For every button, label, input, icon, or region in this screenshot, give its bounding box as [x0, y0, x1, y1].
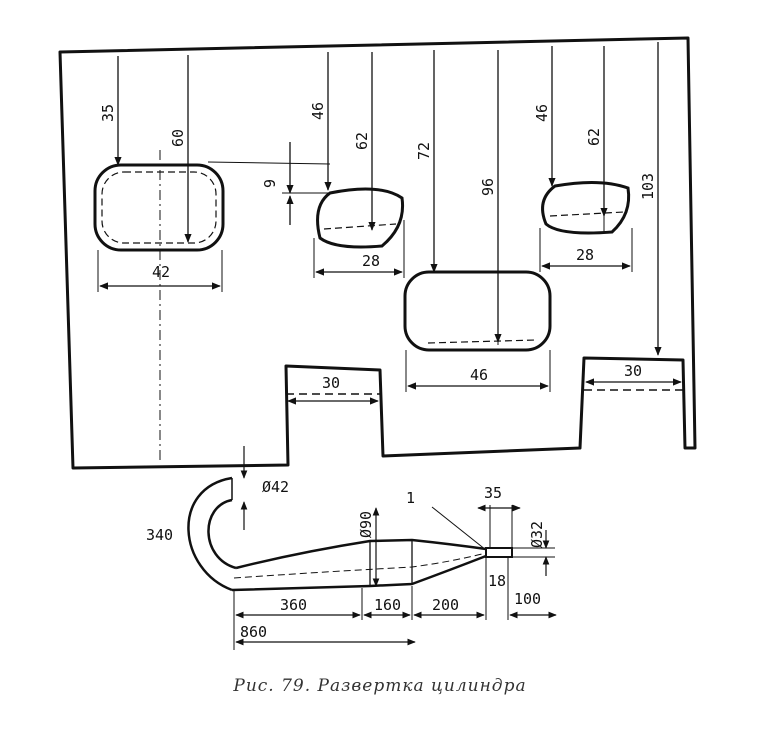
pipe-seg-360: 360 — [280, 596, 307, 614]
pipe-bend-diameter: Ø42 — [262, 478, 289, 496]
dim-hole2-height: 62 — [353, 132, 371, 150]
pipe-bend-length: 340 — [146, 526, 173, 544]
dim-tab-right: 30 — [624, 362, 642, 380]
dim-hole2-top: 46 — [309, 102, 327, 120]
hole-4-dashed — [549, 211, 625, 217]
dim-hole4-height: 62 — [585, 128, 603, 146]
dim-tab-left: 30 — [322, 374, 340, 392]
pipe-bend-inner — [207, 498, 237, 570]
pipe-body-dashed — [233, 552, 487, 579]
pipe-seg-200: 200 — [432, 596, 459, 614]
pipe-tip-length: 35 — [484, 484, 502, 502]
pipe-seg-160: 160 — [374, 596, 401, 614]
hole-1 — [93, 163, 225, 252]
pipe-body-lower — [231, 554, 487, 592]
dim-hole4-width: 28 — [576, 246, 594, 264]
pipe-drawing — [187, 446, 557, 650]
hole-3 — [403, 270, 552, 352]
pipe-bend-outer — [187, 476, 233, 592]
pipe-seg-18: 18 — [488, 572, 506, 590]
hole-4 — [541, 180, 631, 235]
dim-hole3-top: 72 — [415, 142, 433, 160]
dim-hole1-height: 60 — [169, 129, 187, 147]
horizontal-dims — [99, 262, 682, 405]
pipe-seg-100: 100 — [514, 590, 541, 608]
pipe-tail-diameter: Ø32 — [528, 521, 546, 548]
dim-hole3-width: 46 — [470, 366, 488, 384]
vertical-dims — [114, 42, 662, 356]
dim-hole1-top: 35 — [99, 104, 117, 122]
dim-hole2-width: 28 — [362, 252, 380, 270]
dim-hole4-full: 103 — [639, 173, 657, 200]
dim-hole1-width: 42 — [152, 263, 170, 281]
hole-1-dashed — [101, 171, 217, 244]
pipe-body-upper — [235, 538, 487, 570]
figure-caption: Рис. 79. Развертка цилиндра — [233, 676, 527, 696]
sheet-outline — [58, 36, 697, 470]
hole-2 — [316, 187, 405, 249]
pipe-tail — [485, 547, 513, 558]
pipe-total-860: 860 — [240, 623, 267, 641]
dim-hole2-offset: 9 — [261, 179, 279, 188]
hole-3-dashed — [427, 339, 537, 344]
pipe-body-diameter: Ø90 — [357, 511, 375, 538]
dim-hole3-height: 96 — [479, 178, 497, 196]
dim-hole4-top: 46 — [533, 104, 551, 122]
hole-2-dashed — [323, 223, 397, 230]
pipe-marker-1: 1 — [406, 489, 415, 507]
